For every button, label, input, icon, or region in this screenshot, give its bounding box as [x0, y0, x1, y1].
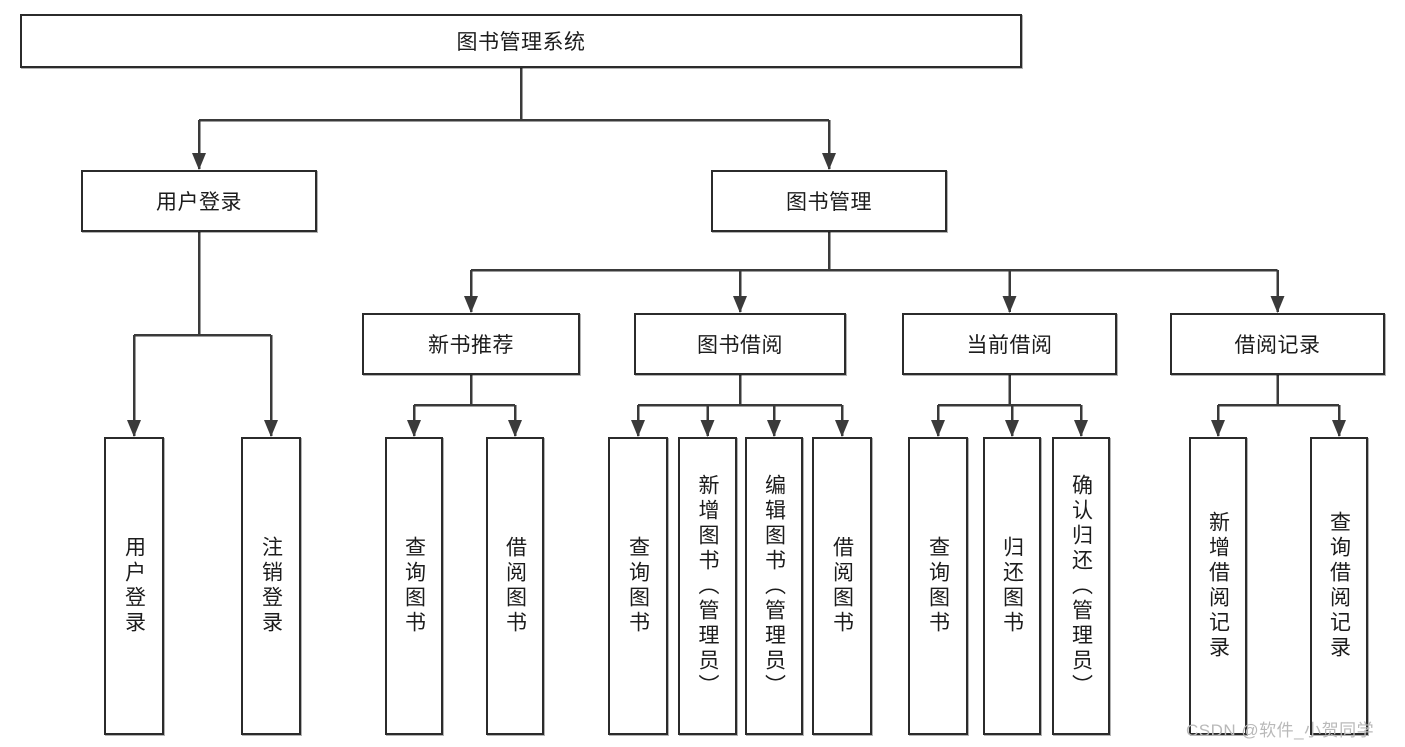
node-label: 新书推荐: [428, 334, 514, 357]
node-label: 确认归还（管理员）: [1069, 473, 1093, 699]
node-leaf-borrow-1[interactable]: 查询图书: [608, 437, 668, 735]
arrowhead: [1211, 420, 1225, 437]
node-leaf-login-2[interactable]: 注销登录: [241, 437, 301, 735]
node-login[interactable]: 用户登录: [81, 170, 317, 232]
node-label: 注销登录: [259, 536, 283, 636]
arrowhead: [407, 420, 421, 437]
node-label: 借阅记录: [1234, 334, 1321, 357]
arrowhead: [700, 420, 715, 437]
node-leaf-rec-1[interactable]: 新增借阅记录: [1189, 437, 1247, 735]
node-label: 借阅图书: [830, 536, 854, 636]
node-root[interactable]: 图书管理系统: [20, 14, 1022, 68]
node-label: 图书管理: [786, 191, 872, 214]
node-newbook[interactable]: 新书推荐: [362, 313, 580, 375]
arrowhead: [767, 420, 781, 437]
arrowhead: [631, 420, 645, 437]
arrowhead: [127, 420, 141, 437]
watermark-label: CSDN @软件_小贺同学: [1186, 721, 1375, 740]
node-leaf-login-1[interactable]: 用户登录: [104, 437, 164, 735]
node-label: 归还图书: [1000, 536, 1024, 636]
node-label: 新增借阅记录: [1206, 511, 1230, 661]
node-label: 图书借阅: [697, 334, 783, 357]
arrowhead: [1005, 420, 1019, 437]
arrowhead: [192, 153, 206, 170]
node-label: 图书管理系统: [456, 31, 586, 54]
node-borrow[interactable]: 图书借阅: [634, 313, 846, 375]
arrowhead: [1002, 296, 1017, 313]
node-leaf-borrow-2[interactable]: 新增图书（管理员）: [678, 437, 737, 735]
node-label: 编辑图书（管理员）: [762, 473, 786, 699]
node-label: 查询图书: [926, 536, 950, 636]
node-leaf-new-1[interactable]: 查询图书: [385, 437, 443, 735]
node-label: 当前借阅: [966, 334, 1053, 357]
node-leaf-borrow-4[interactable]: 借阅图书: [812, 437, 872, 735]
node-label: 借阅图书: [503, 536, 527, 636]
node-label: 新增图书（管理员）: [696, 473, 719, 699]
node-bookmgmt[interactable]: 图书管理: [711, 170, 947, 232]
node-label: 用户登录: [156, 191, 242, 214]
node-leaf-borrow-3[interactable]: 编辑图书（管理员）: [745, 437, 803, 735]
arrowhead: [1270, 296, 1285, 313]
arrowhead: [264, 420, 278, 437]
node-label: 查询图书: [402, 536, 426, 636]
arrowhead: [733, 296, 747, 313]
node-label: 查询借阅记录: [1327, 511, 1351, 661]
node-current[interactable]: 当前借阅: [902, 313, 1117, 375]
node-label: 用户登录: [122, 536, 146, 636]
arrowhead: [508, 420, 522, 437]
node-leaf-new-2[interactable]: 借阅图书: [486, 437, 544, 735]
arrowhead: [1074, 420, 1088, 437]
node-leaf-cur-2[interactable]: 归还图书: [983, 437, 1041, 735]
arrowhead: [464, 296, 478, 313]
arrowhead: [931, 420, 945, 437]
node-leaf-rec-2[interactable]: 查询借阅记录: [1310, 437, 1368, 735]
arrowhead: [1332, 420, 1346, 437]
node-records[interactable]: 借阅记录: [1170, 313, 1385, 375]
arrowhead: [822, 153, 836, 170]
node-leaf-cur-3[interactable]: 确认归还（管理员）: [1052, 437, 1110, 735]
node-label: 查询图书: [626, 536, 650, 636]
node-leaf-cur-1[interactable]: 查询图书: [908, 437, 968, 735]
arrowhead: [835, 420, 849, 437]
